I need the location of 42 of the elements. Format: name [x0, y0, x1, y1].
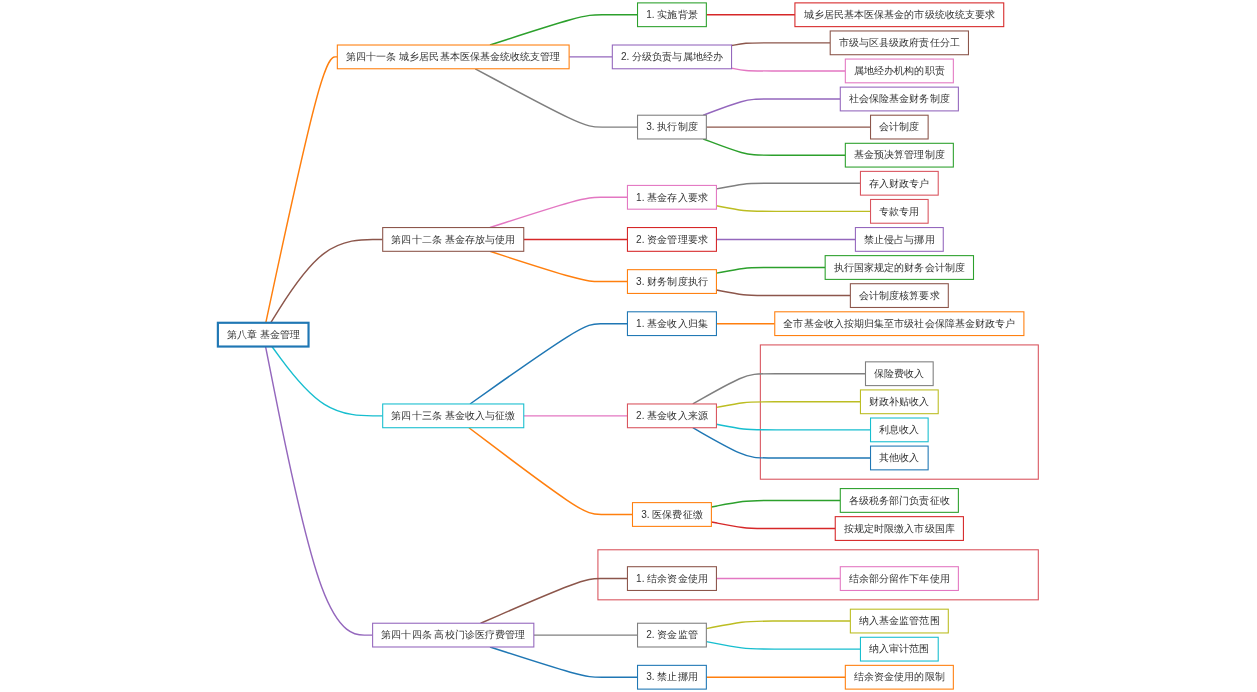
node-box: 第四十四条 高校门诊医疗费管理	[372, 622, 535, 648]
node-box: 纳入审计范围	[860, 636, 940, 662]
node-box: 按规定时限缴入市级国库	[835, 516, 965, 541]
node-box: 属地经办机构的职责	[845, 58, 955, 84]
node-box: 1. 基金收入归集	[627, 311, 718, 337]
node-box: 3. 医保费征缴	[632, 502, 713, 527]
node-box: 2. 资金监管	[637, 622, 708, 648]
cluster	[597, 549, 1040, 601]
node-box: 社会保险基金财务制度	[840, 86, 960, 112]
node-box: 城乡居民基本医保基金的市级统收统支要求	[794, 2, 1005, 28]
node-box: 3. 禁止挪用	[637, 664, 708, 690]
node-box: 3. 执行制度	[637, 114, 708, 140]
node-box: 会计制度核算要求	[850, 283, 950, 309]
node-box: 执行国家规定的财务会计制度	[825, 255, 975, 280]
node-box: 存入财政专户	[860, 170, 940, 196]
node-box: 利息收入	[870, 417, 930, 443]
node-box: 第四十三条 基金收入与征缴	[382, 403, 525, 429]
node-box: 第八章 基金管理	[217, 321, 310, 348]
node-box: 结余资金使用的限制	[845, 664, 955, 690]
node-box: 其他收入	[870, 445, 930, 471]
node-box: 保险费收入	[865, 361, 935, 387]
node-box: 第四十一条 城乡居民基本医保基金统收统支管理	[337, 44, 571, 70]
node-box: 2. 资金管理要求	[627, 227, 718, 252]
node-box: 市级与区县级政府责任分工	[830, 30, 970, 56]
node-box: 结余部分留作下年使用	[840, 566, 960, 591]
node-box: 第四十二条 基金存放与使用	[382, 227, 525, 252]
node-box: 2. 基金收入来源	[627, 403, 718, 429]
node-box: 全市基金收入按期归集至市级社会保障基金财政专户	[774, 311, 1025, 337]
node-box: 各级税务部门负责征收	[840, 488, 960, 513]
node-box: 会计制度	[870, 114, 930, 140]
node-box: 财政补贴收入	[860, 389, 940, 415]
node-box: 专款专用	[870, 198, 930, 224]
connector	[716, 322, 776, 325]
node-box: 1. 结余资金使用	[627, 566, 718, 591]
node-box: 1. 基金存入要求	[627, 184, 718, 210]
node-box: 基金预决算管理制度	[845, 142, 955, 168]
node-box: 禁止侵占与挪用	[855, 227, 945, 252]
node-box: 3. 财务制度执行	[627, 269, 718, 294]
cluster	[760, 344, 1040, 480]
node-box: 纳入基金监管范围	[850, 608, 950, 634]
node-box: 1. 实施背景	[637, 2, 708, 28]
node-box: 2. 分级负责与属地经办	[612, 44, 733, 70]
